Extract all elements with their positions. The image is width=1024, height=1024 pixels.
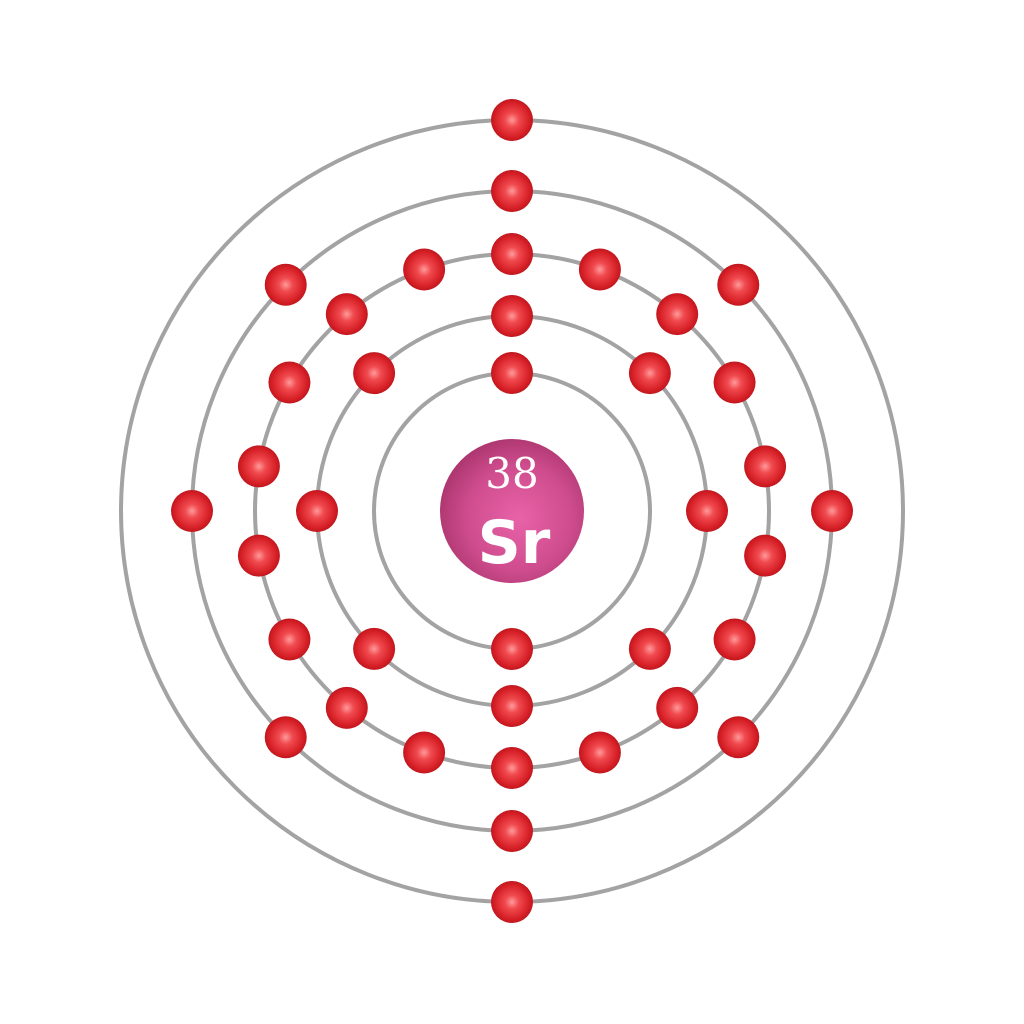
electron-shell-3-13	[268, 618, 311, 661]
electron-shell-3-4	[713, 361, 756, 404]
electron-shell-3-9	[578, 731, 621, 774]
electron-shell-3-16	[268, 361, 311, 404]
electron-shell-2-4	[628, 627, 671, 670]
electron-shell-3-14	[237, 534, 280, 577]
electron-shell-1-1	[491, 352, 533, 394]
electron-shell-3-17	[325, 293, 368, 336]
electron-shell-2-1	[491, 295, 533, 337]
electron-shell-3-7	[713, 618, 756, 661]
electron-shell-4-3	[811, 490, 853, 532]
electron-shell-5-1	[491, 99, 533, 141]
electron-shell-2-5	[491, 685, 533, 727]
electron-shell-4-5	[491, 810, 533, 852]
electron-shell-4-2	[717, 263, 760, 306]
nucleus-sphere	[440, 439, 584, 583]
electron-shell-3-5	[744, 445, 787, 488]
electron-shell-4-8	[264, 263, 307, 306]
electron-shell-4-7	[171, 490, 213, 532]
electron-shell-3-6	[744, 534, 787, 577]
electron-shell-3-15	[237, 445, 280, 488]
electron-group	[171, 99, 853, 923]
electron-shell-2-6	[353, 627, 396, 670]
electron-shell-2-8	[353, 352, 396, 395]
electron-shell-2-7	[296, 490, 338, 532]
electron-shell-3-12	[325, 686, 368, 729]
electron-shell-4-1	[491, 170, 533, 212]
electron-shell-3-2	[578, 248, 621, 291]
electron-shell-4-4	[717, 716, 760, 759]
electron-shell-1-2	[491, 628, 533, 670]
electron-shell-4-6	[264, 716, 307, 759]
electron-shell-3-3	[656, 293, 699, 336]
electron-shell-2-2	[628, 352, 671, 395]
electron-shell-5-2	[491, 881, 533, 923]
electron-shell-3-10	[491, 747, 533, 789]
electron-shell-2-3	[686, 490, 728, 532]
electron-shell-3-8	[656, 686, 699, 729]
electron-shell-3-18	[403, 248, 446, 291]
electron-shell-3-11	[403, 731, 446, 774]
electron-shell-3-1	[491, 233, 533, 275]
element-symbol: Sr	[478, 508, 551, 578]
nucleus: 38 Sr	[440, 439, 584, 583]
atomic-number: 38	[485, 449, 538, 498]
